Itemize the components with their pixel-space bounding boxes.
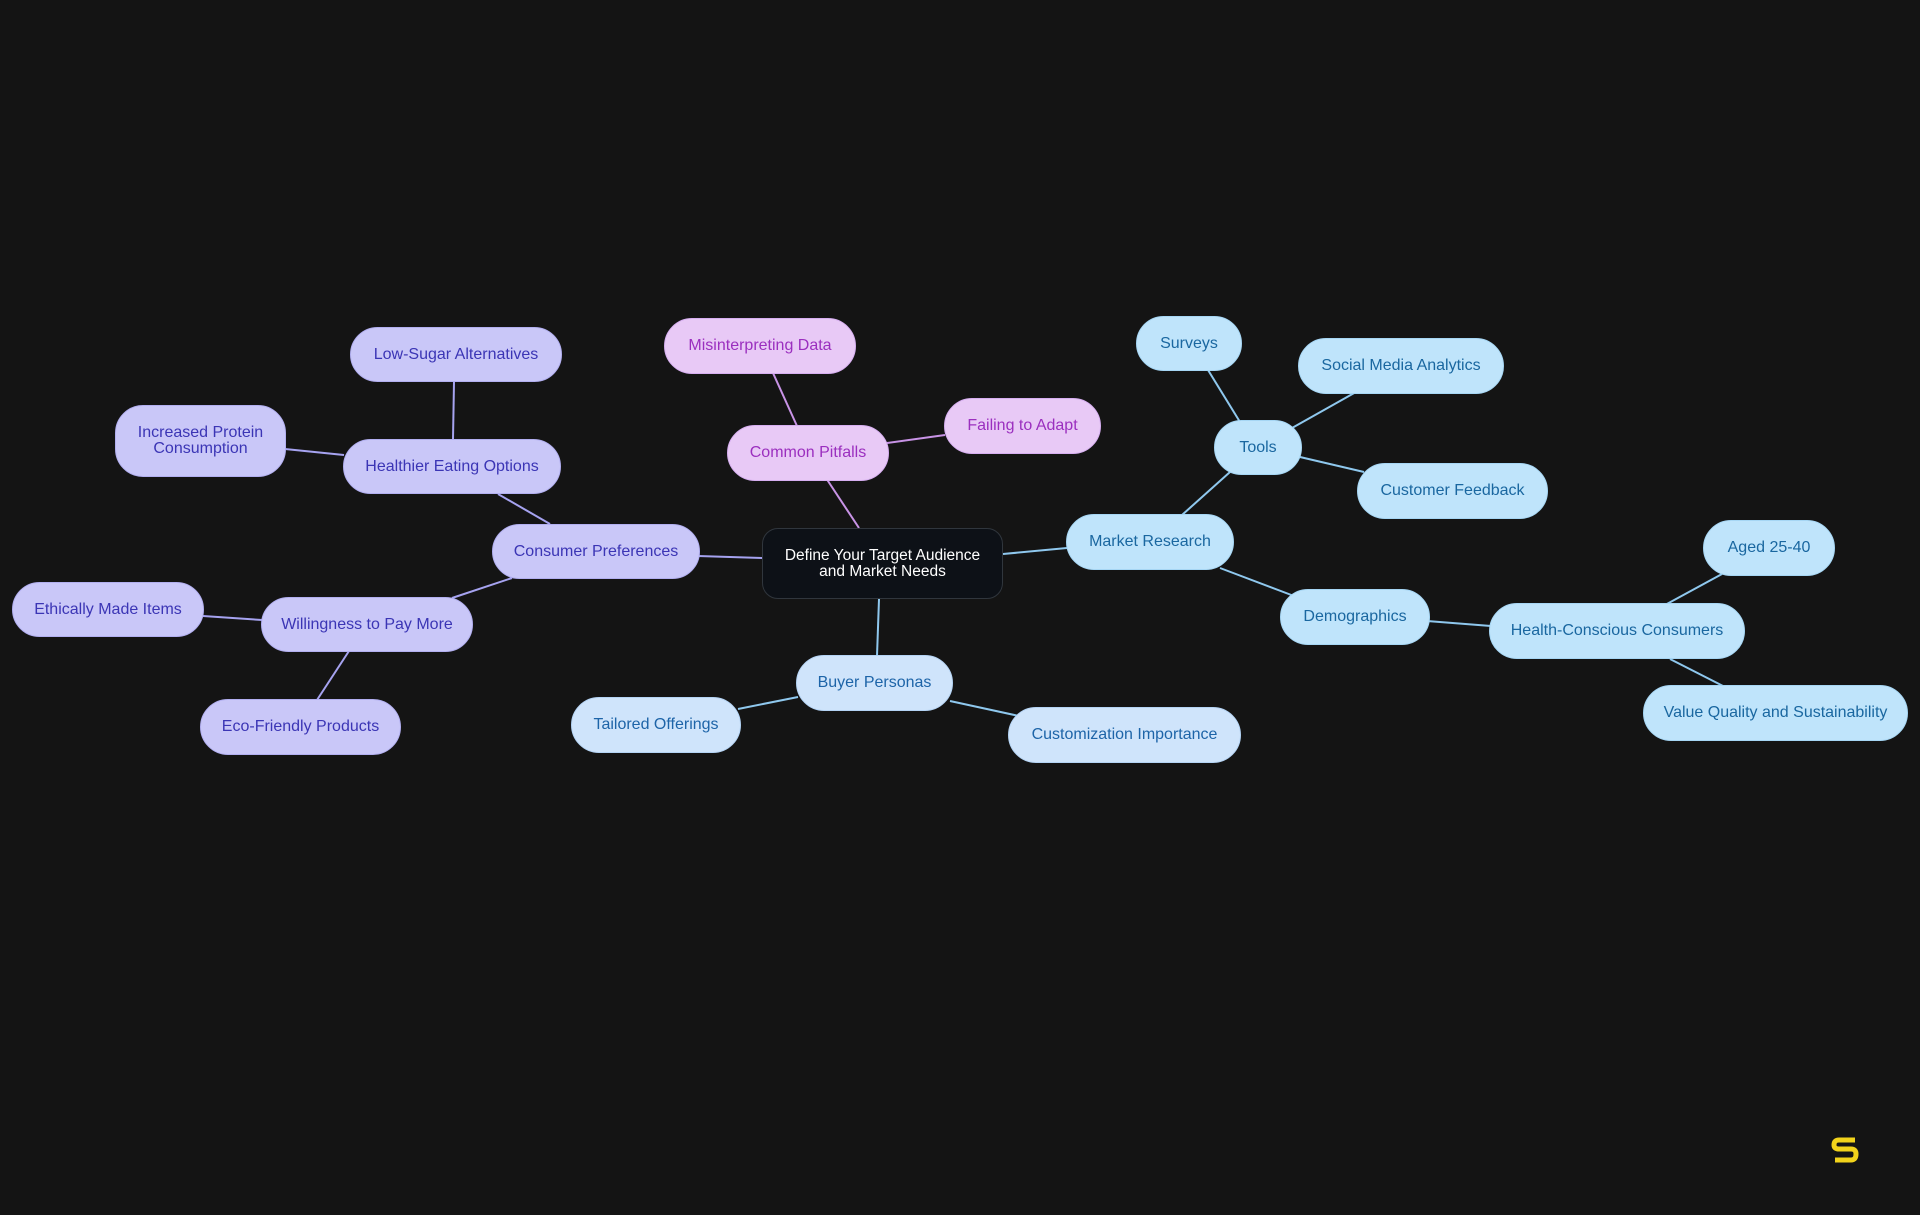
node-label: Tailored Offerings (593, 716, 719, 733)
edge-paymore-eco (316, 650, 350, 701)
node-label: Buyer Personas (817, 674, 932, 691)
node-label: Healthier Eating Options (365, 457, 539, 475)
node-label: Common Pitfalls (749, 444, 867, 461)
edge-health-aged (1664, 573, 1723, 606)
node-label: Customization Importance (1031, 726, 1218, 743)
node-health-conscious-consumers[interactable]: Health-Conscious Consumers (1489, 603, 1745, 659)
node-consumer-preferences[interactable]: Consumer Preferences (492, 524, 700, 579)
node-ethically-made-items[interactable]: Ethically Made Items (12, 582, 204, 637)
edge-pitfalls-misinterpreting (772, 372, 798, 427)
node-label: Failing to Adapt (967, 417, 1078, 434)
node-label: Health-Conscious Consumers (1510, 622, 1724, 639)
node-label: Eco-Friendly Products (221, 718, 380, 735)
node-label: Willingness to Pay More (281, 615, 453, 633)
node-value-quality-sustainability[interactable]: Value Quality and Sustainability (1643, 685, 1908, 741)
node-label: Low-Sugar Alternatives (373, 345, 539, 363)
node-eco-friendly-products[interactable]: Eco-Friendly Products (200, 699, 401, 755)
node-label: Aged 25-40 (1727, 539, 1811, 556)
node-customer-feedback[interactable]: Customer Feedback (1357, 463, 1548, 519)
edge-root-consumer-preferences (697, 555, 763, 559)
node-label: Increased Protein Consumption (137, 424, 264, 457)
node-label: Customer Feedback (1380, 482, 1525, 499)
edge-tools-surveys (1207, 369, 1241, 423)
node-tools[interactable]: Tools (1214, 420, 1302, 475)
node-label: Market Research (1089, 533, 1211, 550)
edge-consumer-healthier (497, 493, 551, 525)
edge-health-value (1669, 658, 1726, 688)
node-willingness-to-pay-more[interactable]: Willingness to Pay More (261, 597, 473, 652)
node-increased-protein-consumption[interactable]: Increased Protein Consumption (115, 405, 286, 477)
edge-market-tools (1181, 471, 1231, 516)
edge-healthier-lowsugar (452, 381, 455, 440)
edge-tools-feedback (1299, 456, 1365, 473)
node-label: Consumer Preferences (513, 542, 679, 560)
node-common-pitfalls[interactable]: Common Pitfalls (727, 425, 889, 481)
root-node-label: Define Your Target Audience and Market N… (784, 546, 981, 580)
node-label: Tools (1239, 438, 1277, 456)
edge-tools-social (1291, 391, 1357, 429)
node-healthier-eating-options[interactable]: Healthier Eating Options (343, 439, 561, 494)
edge-pitfalls-failing (886, 434, 946, 444)
node-failing-to-adapt[interactable]: Failing to Adapt (944, 398, 1101, 454)
edge-demographics-health (1426, 620, 1492, 627)
node-buyer-personas[interactable]: Buyer Personas (796, 655, 953, 711)
edge-market-demographics (1219, 567, 1295, 597)
edge-root-common-pitfalls (825, 477, 860, 529)
node-aged-25-40[interactable]: Aged 25-40 (1703, 520, 1835, 576)
node-market-research[interactable]: Market Research (1066, 514, 1234, 570)
node-label: Ethically Made Items (34, 600, 182, 618)
edge-paymore-ethical (202, 615, 263, 621)
edge-consumer-paymore (451, 577, 513, 599)
edge-root-market-research (1002, 547, 1068, 555)
logo-icon (1831, 1137, 1859, 1163)
edge-healthier-protein (284, 448, 345, 456)
node-label: Value Quality and Sustainability (1663, 704, 1888, 721)
node-tailored-offerings[interactable]: Tailored Offerings (571, 697, 741, 753)
node-label: Social Media Analytics (1321, 357, 1481, 374)
node-label: Demographics (1303, 608, 1407, 625)
root-node[interactable]: Define Your Target Audience and Market N… (762, 528, 1003, 599)
node-customization-importance[interactable]: Customization Importance (1008, 707, 1241, 763)
node-social-media-analytics[interactable]: Social Media Analytics (1298, 338, 1504, 394)
edge-personas-tailored (737, 696, 799, 710)
edge-root-buyer-personas (876, 598, 880, 657)
node-demographics[interactable]: Demographics (1280, 589, 1430, 645)
node-low-sugar-alternatives[interactable]: Low-Sugar Alternatives (350, 327, 562, 382)
node-surveys[interactable]: Surveys (1136, 316, 1242, 371)
edge-personas-customization (949, 700, 1020, 717)
node-misinterpreting-data[interactable]: Misinterpreting Data (664, 318, 856, 374)
node-label: Surveys (1160, 334, 1218, 352)
node-label: Misinterpreting Data (688, 337, 832, 354)
